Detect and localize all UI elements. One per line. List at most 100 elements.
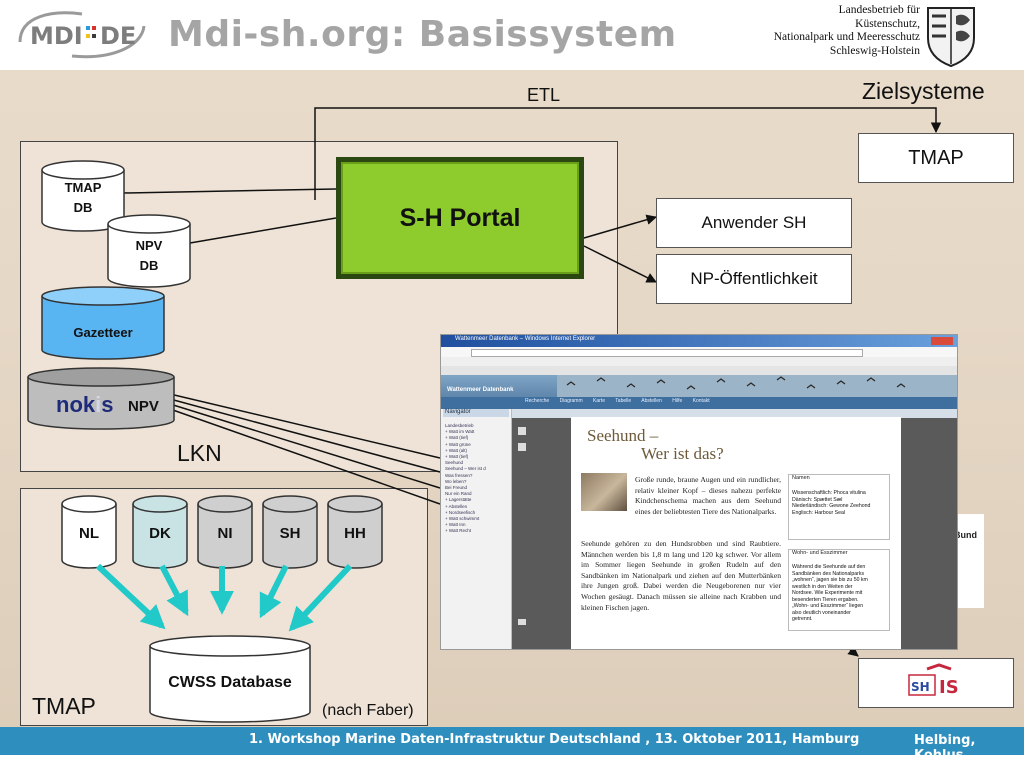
partial-text: Bund bbox=[954, 530, 977, 540]
nokis-browser-line-4 bbox=[169, 408, 441, 505]
sh-mis-logo: SH IS bbox=[905, 663, 965, 698]
wohn-heading: Wohn- und Esszimmer bbox=[792, 550, 848, 556]
tree-item[interactable]: Bei Freund bbox=[445, 485, 468, 491]
tree-item[interactable]: Was fressen? bbox=[445, 472, 473, 478]
nokis-browser-line-2 bbox=[169, 398, 441, 473]
npvdb-portal-connector bbox=[189, 217, 337, 244]
tree-item[interactable]: Landesbetrieb bbox=[445, 423, 474, 428]
tree-item[interactable]: + Watt (tief) bbox=[445, 435, 469, 441]
browser-window-title: Wattenmeer Datenbank – Windows Internet … bbox=[455, 336, 596, 342]
address-field[interactable] bbox=[471, 349, 863, 357]
tree-item[interactable]: + Watt (alt) bbox=[445, 447, 467, 453]
tree-item[interactable]: + Lagerstätte bbox=[445, 497, 472, 503]
footer-bottom-strip bbox=[0, 755, 1024, 768]
viewer-toolbar bbox=[441, 409, 957, 418]
sh-arrow bbox=[259, 564, 289, 619]
tree-item[interactable]: Nur ein Rand bbox=[445, 491, 472, 497]
portal-anwender-connector bbox=[583, 214, 658, 239]
hh-cylinder bbox=[327, 495, 383, 569]
tree-item[interactable]: Wo leben? bbox=[445, 478, 467, 484]
document-intro: Große runde, braune Augen und ein rundli… bbox=[635, 475, 781, 516]
wohn-box: Wohn- und Esszimmer Während die Seehunde… bbox=[788, 549, 890, 631]
np-oeffentlichkeit-box: NP-Öffentlichkeit bbox=[656, 254, 852, 304]
ni-label: NI bbox=[217, 525, 233, 542]
tmap-target-box: TMAP bbox=[858, 133, 1014, 183]
tree-item[interactable]: + Abstellen bbox=[445, 503, 468, 509]
crest-icon bbox=[927, 7, 975, 68]
names-box: Namen Wissenschaftlich: Phoca vitulina D… bbox=[788, 474, 890, 540]
sh-portal-label: S-H Portal bbox=[341, 162, 579, 274]
nokis-cylinder bbox=[27, 367, 175, 430]
site-nav-links: Recherche Diagramm Karte Tabelle Abstell… bbox=[525, 398, 710, 404]
sh-portal-box: S-H Portal bbox=[336, 157, 584, 279]
nl-cylinder bbox=[61, 495, 117, 569]
cwss-database-label: CWSS Database bbox=[168, 674, 292, 691]
nokis-logo: nokis bbox=[56, 392, 114, 417]
tmap-db-label: TMAP DB bbox=[64, 180, 102, 215]
svg-text:DE: DE bbox=[100, 22, 136, 50]
hh-arrow bbox=[288, 563, 353, 632]
etl-label: ETL bbox=[527, 85, 561, 105]
site-navbar bbox=[441, 397, 957, 409]
tree-item[interactable]: Seehund bbox=[445, 460, 464, 466]
svg-text:MDI: MDI bbox=[30, 22, 83, 50]
partial-box bbox=[956, 514, 984, 608]
etl-connector bbox=[314, 107, 942, 200]
portal-oeffentlichkeit-connector bbox=[583, 245, 657, 283]
footer-event: 1. Workshop Marine Daten-Infrastruktur D… bbox=[249, 732, 860, 747]
header: MDI DE Mdi-sh.org: Basissystem Landesbet… bbox=[0, 0, 1024, 70]
site-banner: Wattenmeer Datenbank bbox=[441, 375, 957, 397]
viewer-side-icons bbox=[518, 427, 526, 625]
site-banner-title: Wattenmeer Datenbank bbox=[447, 387, 514, 393]
document-title: Seehund – Wer ist das? bbox=[587, 426, 724, 463]
wohn-text: Während die Seehunde auf den Sandbänken … bbox=[792, 564, 868, 622]
birds-banner-image bbox=[557, 375, 957, 397]
window-controls-icon[interactable] bbox=[931, 337, 953, 345]
navigator-title: Navigator bbox=[445, 409, 471, 415]
tree-item[interactable]: + Nordseefisch bbox=[445, 509, 476, 515]
footer-bar bbox=[0, 727, 1024, 755]
npv-db-cylinder bbox=[107, 214, 191, 288]
nav-link[interactable]: Abstellen bbox=[641, 398, 662, 404]
tree-item[interactable]: + Watt grüne bbox=[445, 441, 471, 447]
nav-link[interactable]: Hilfe bbox=[672, 398, 683, 404]
sh-cylinder bbox=[262, 495, 318, 569]
npv-db-label: NPV DB bbox=[135, 238, 163, 273]
nav-link[interactable]: Diagramm bbox=[559, 398, 583, 404]
tree-item[interactable]: + Watt schwimmt bbox=[445, 516, 480, 522]
gazetteer-cylinder bbox=[41, 286, 165, 360]
nav-link[interactable]: Kontakt bbox=[692, 398, 710, 404]
tree-item[interactable]: Seehund – Wer ist d bbox=[445, 466, 486, 472]
nav-link[interactable]: Tabelle bbox=[615, 398, 632, 404]
gazetteer-label: Gazetteer bbox=[73, 325, 133, 340]
nokis-browser-line-3 bbox=[169, 403, 441, 489]
names-heading: Namen bbox=[792, 475, 810, 481]
agency-name: Landesbetrieb für Küstenschutz, National… bbox=[773, 4, 920, 57]
hh-label: HH bbox=[344, 525, 366, 542]
tree-item[interactable]: + Watt (tief) bbox=[445, 454, 469, 460]
tree-item[interactable]: + Watt im Watt bbox=[445, 429, 475, 435]
ni-cylinder bbox=[197, 495, 253, 569]
document-page: Seehund – Wer ist das? Große runde, brau… bbox=[571, 417, 901, 649]
tree-item[interactable]: + Watt Inn bbox=[445, 522, 466, 528]
cwss-database-cylinder bbox=[149, 635, 311, 723]
sh-label: SH bbox=[279, 525, 301, 542]
source-label: (nach Faber) bbox=[322, 702, 414, 719]
nokis-browser-line-1 bbox=[169, 393, 441, 459]
zielsysteme-label: Zielsysteme bbox=[862, 78, 985, 104]
tree-item[interactable]: + Watt Recht bbox=[445, 528, 471, 534]
dk-arrow bbox=[159, 564, 189, 617]
document-body: Seehunde gehören zu den Hundsrobben und … bbox=[581, 539, 781, 612]
tmap-label: TMAP bbox=[32, 693, 96, 719]
nav-link[interactable]: Karte bbox=[593, 398, 605, 404]
nav-link[interactable]: Recherche bbox=[525, 398, 550, 404]
tmapdb-portal-connector bbox=[123, 188, 337, 194]
browser-titlebar bbox=[441, 335, 957, 347]
nl-label: NL bbox=[79, 525, 99, 542]
navigator-header bbox=[443, 409, 509, 417]
mdi-de-logo: MDI DE bbox=[18, 11, 146, 59]
navigator-tree: Landesbetrieb + Watt im Watt + Watt (tie… bbox=[445, 423, 486, 535]
names-list: Wissenschaftlich: Phoca vitulina Dänisch… bbox=[792, 490, 871, 516]
